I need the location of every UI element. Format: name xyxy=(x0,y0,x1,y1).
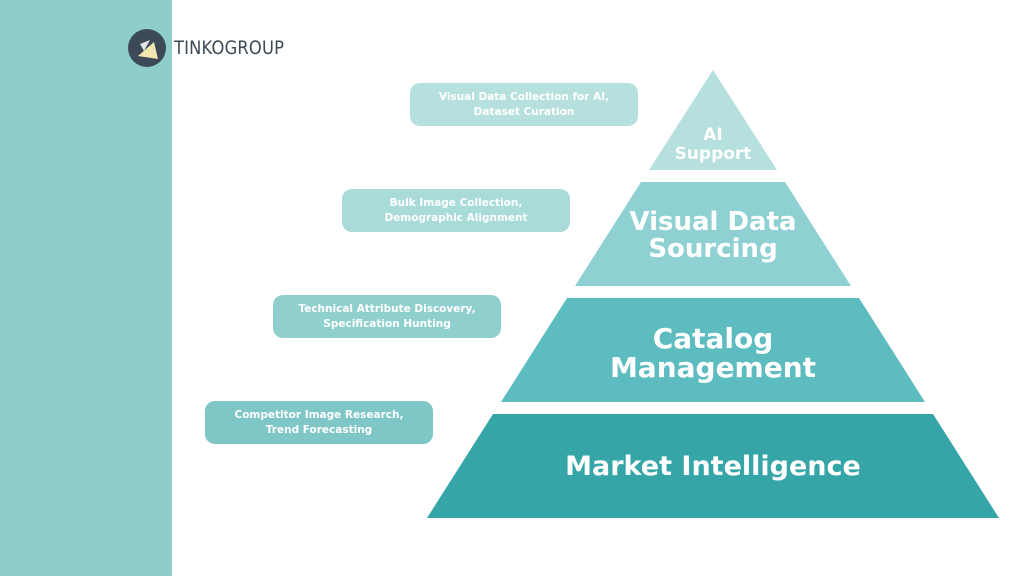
tier-title-line: Support xyxy=(675,144,752,164)
brand-name: TINKOGROUP xyxy=(174,37,285,59)
tier-detail-catalog-management: Technical Attribute Discovery, Specifica… xyxy=(273,295,501,338)
tier-title-line: Market Intelligence xyxy=(565,451,861,482)
pyramid-tier-ai-support: AI Support xyxy=(649,70,777,170)
detail-line: Specification Hunting xyxy=(323,317,451,330)
detail-line: Demographic Alignment xyxy=(384,211,528,224)
tier-shape xyxy=(427,414,999,518)
detail-line: Technical Attribute Discovery, xyxy=(298,302,476,315)
pyramid-tier-visual-data-sourcing: Visual Data Sourcing xyxy=(575,182,851,286)
tier-title-line: Sourcing xyxy=(648,234,777,264)
tier-shape xyxy=(501,298,925,402)
detail-line: Competitor Image Research, xyxy=(234,408,404,421)
detail-line: Bulk Image Collection, xyxy=(389,196,523,209)
detail-line: Trend Forecasting xyxy=(265,423,373,436)
tier-title-line: AI xyxy=(703,125,722,145)
tier-detail-market-intelligence: Competitor Image Research, Trend Forecas… xyxy=(205,401,433,444)
tier-shape xyxy=(575,182,851,286)
detail-line: Visual Data Collection for AI, xyxy=(438,90,610,103)
tier-title-line: Catalog xyxy=(653,322,774,355)
left-color-band xyxy=(0,0,172,576)
tier-title-line: Visual Data xyxy=(629,207,796,237)
tier-detail-ai-support: Visual Data Collection for AI, Dataset C… xyxy=(410,83,638,126)
pyramid-tier-catalog-management: Catalog Management xyxy=(501,298,925,402)
detail-line: Dataset Curation xyxy=(473,105,575,118)
tinkogroup-logo-icon xyxy=(128,29,166,67)
pyramid-tier-market-intelligence: Market Intelligence xyxy=(427,414,999,518)
tier-title-line: Management xyxy=(610,351,816,384)
tier-detail-visual-data-sourcing: Bulk Image Collection, Demographic Align… xyxy=(342,189,570,232)
brand-logo: TINKOGROUP xyxy=(128,29,302,67)
tier-shape xyxy=(649,70,777,170)
